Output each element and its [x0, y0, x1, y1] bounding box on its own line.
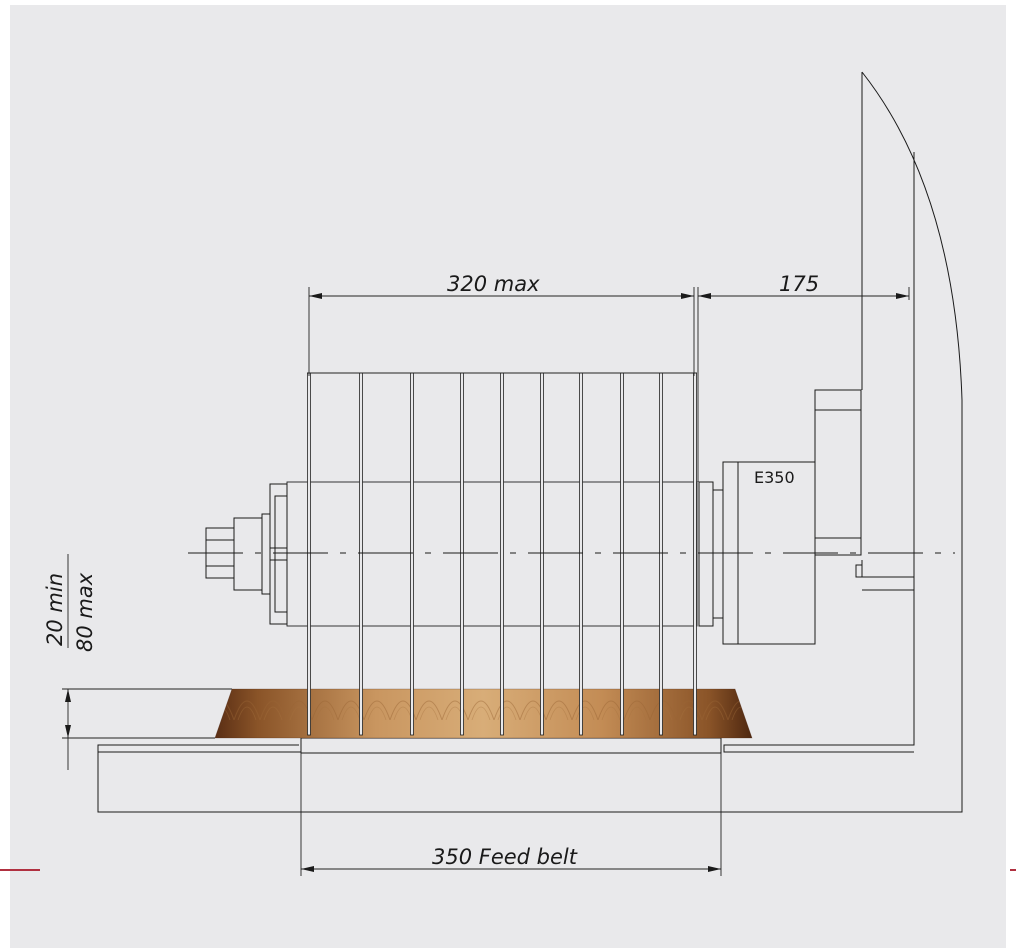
saw-blade	[540, 372, 544, 736]
saw-blade	[460, 372, 464, 736]
accent-rule-right	[1010, 869, 1016, 871]
drawing-panel	[10, 5, 1006, 948]
dimension-height: 20 min 80 max	[43, 554, 232, 770]
accent-rule-left	[0, 869, 40, 871]
dimension-offset: 175	[698, 272, 910, 300]
saw-blade	[579, 372, 583, 736]
motor-assembly: E350	[698, 389, 863, 645]
wood-workpiece	[214, 688, 753, 739]
saw-blade	[500, 372, 504, 736]
saw-blade	[359, 372, 363, 736]
dimension-feed-belt: 350 Feed belt	[300, 753, 722, 876]
dimension-width: 320 max	[308, 272, 699, 482]
dimension-height-min-label: 20 min	[43, 573, 67, 646]
dimension-height-max-label: 80 max	[73, 572, 97, 652]
saw-blade	[693, 372, 697, 736]
dimension-feed-belt-label: 350 Feed belt	[432, 845, 578, 869]
saw-blade	[659, 372, 663, 736]
saw-shaft	[286, 372, 698, 736]
dimension-offset-label: 175	[779, 272, 819, 296]
left-nut-assembly	[205, 483, 288, 625]
dimension-width-label: 320 max	[447, 272, 540, 296]
motor-label: E350	[754, 468, 795, 487]
saw-blade	[307, 372, 311, 736]
saw-blade	[620, 372, 624, 736]
saw-blade	[410, 372, 414, 736]
